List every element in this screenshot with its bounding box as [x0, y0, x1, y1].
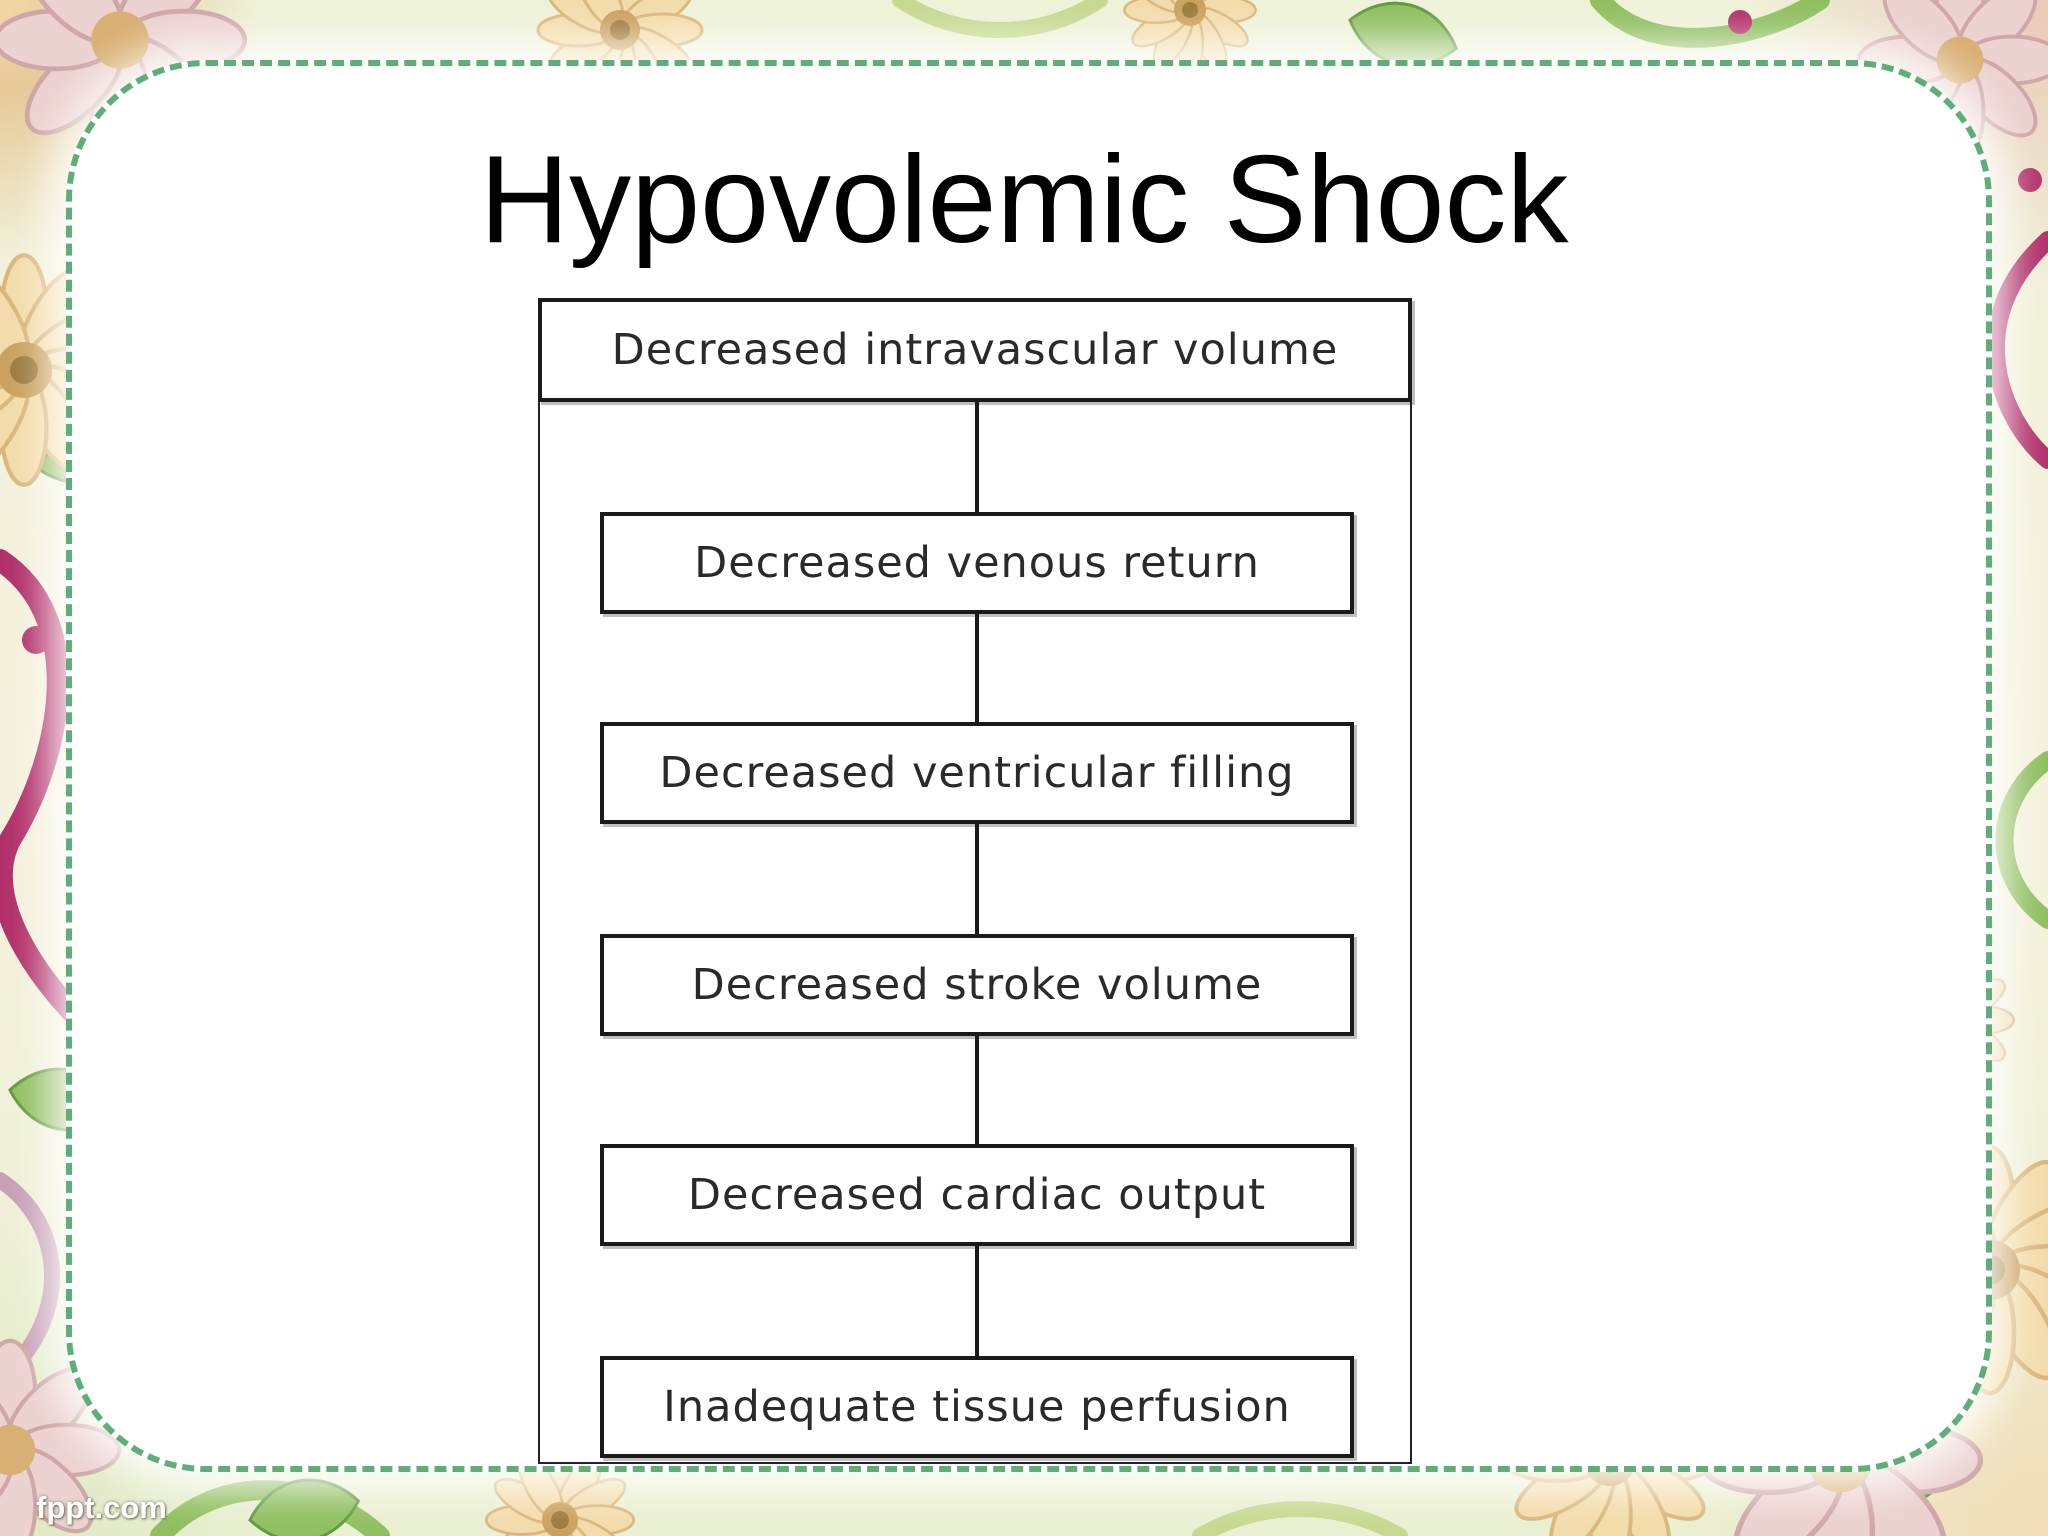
flow-connector [975, 1246, 979, 1356]
flow-connector [975, 402, 979, 512]
flowchart: Decreased intravascular volume Decreased… [538, 298, 1412, 1464]
flow-step-4: Decreased stroke volume [600, 934, 1354, 1036]
flow-step-5: Decreased cardiac output [600, 1144, 1354, 1246]
flow-connector [975, 824, 979, 934]
flow-step-3: Decreased ventricular filling [600, 722, 1354, 824]
flow-connector [975, 614, 979, 722]
flow-step-6: Inadequate tissue perfusion [600, 1356, 1354, 1458]
flow-step-1: Decreased intravascular volume [538, 298, 1412, 402]
dashed-card-border [66, 60, 1992, 1472]
flow-step-2: Decreased venous return [600, 512, 1354, 614]
fppt-watermark: fppt.com [36, 1490, 167, 1525]
slide-title: Hypovolemic Shock [479, 131, 1569, 269]
flow-connector [975, 1036, 979, 1144]
